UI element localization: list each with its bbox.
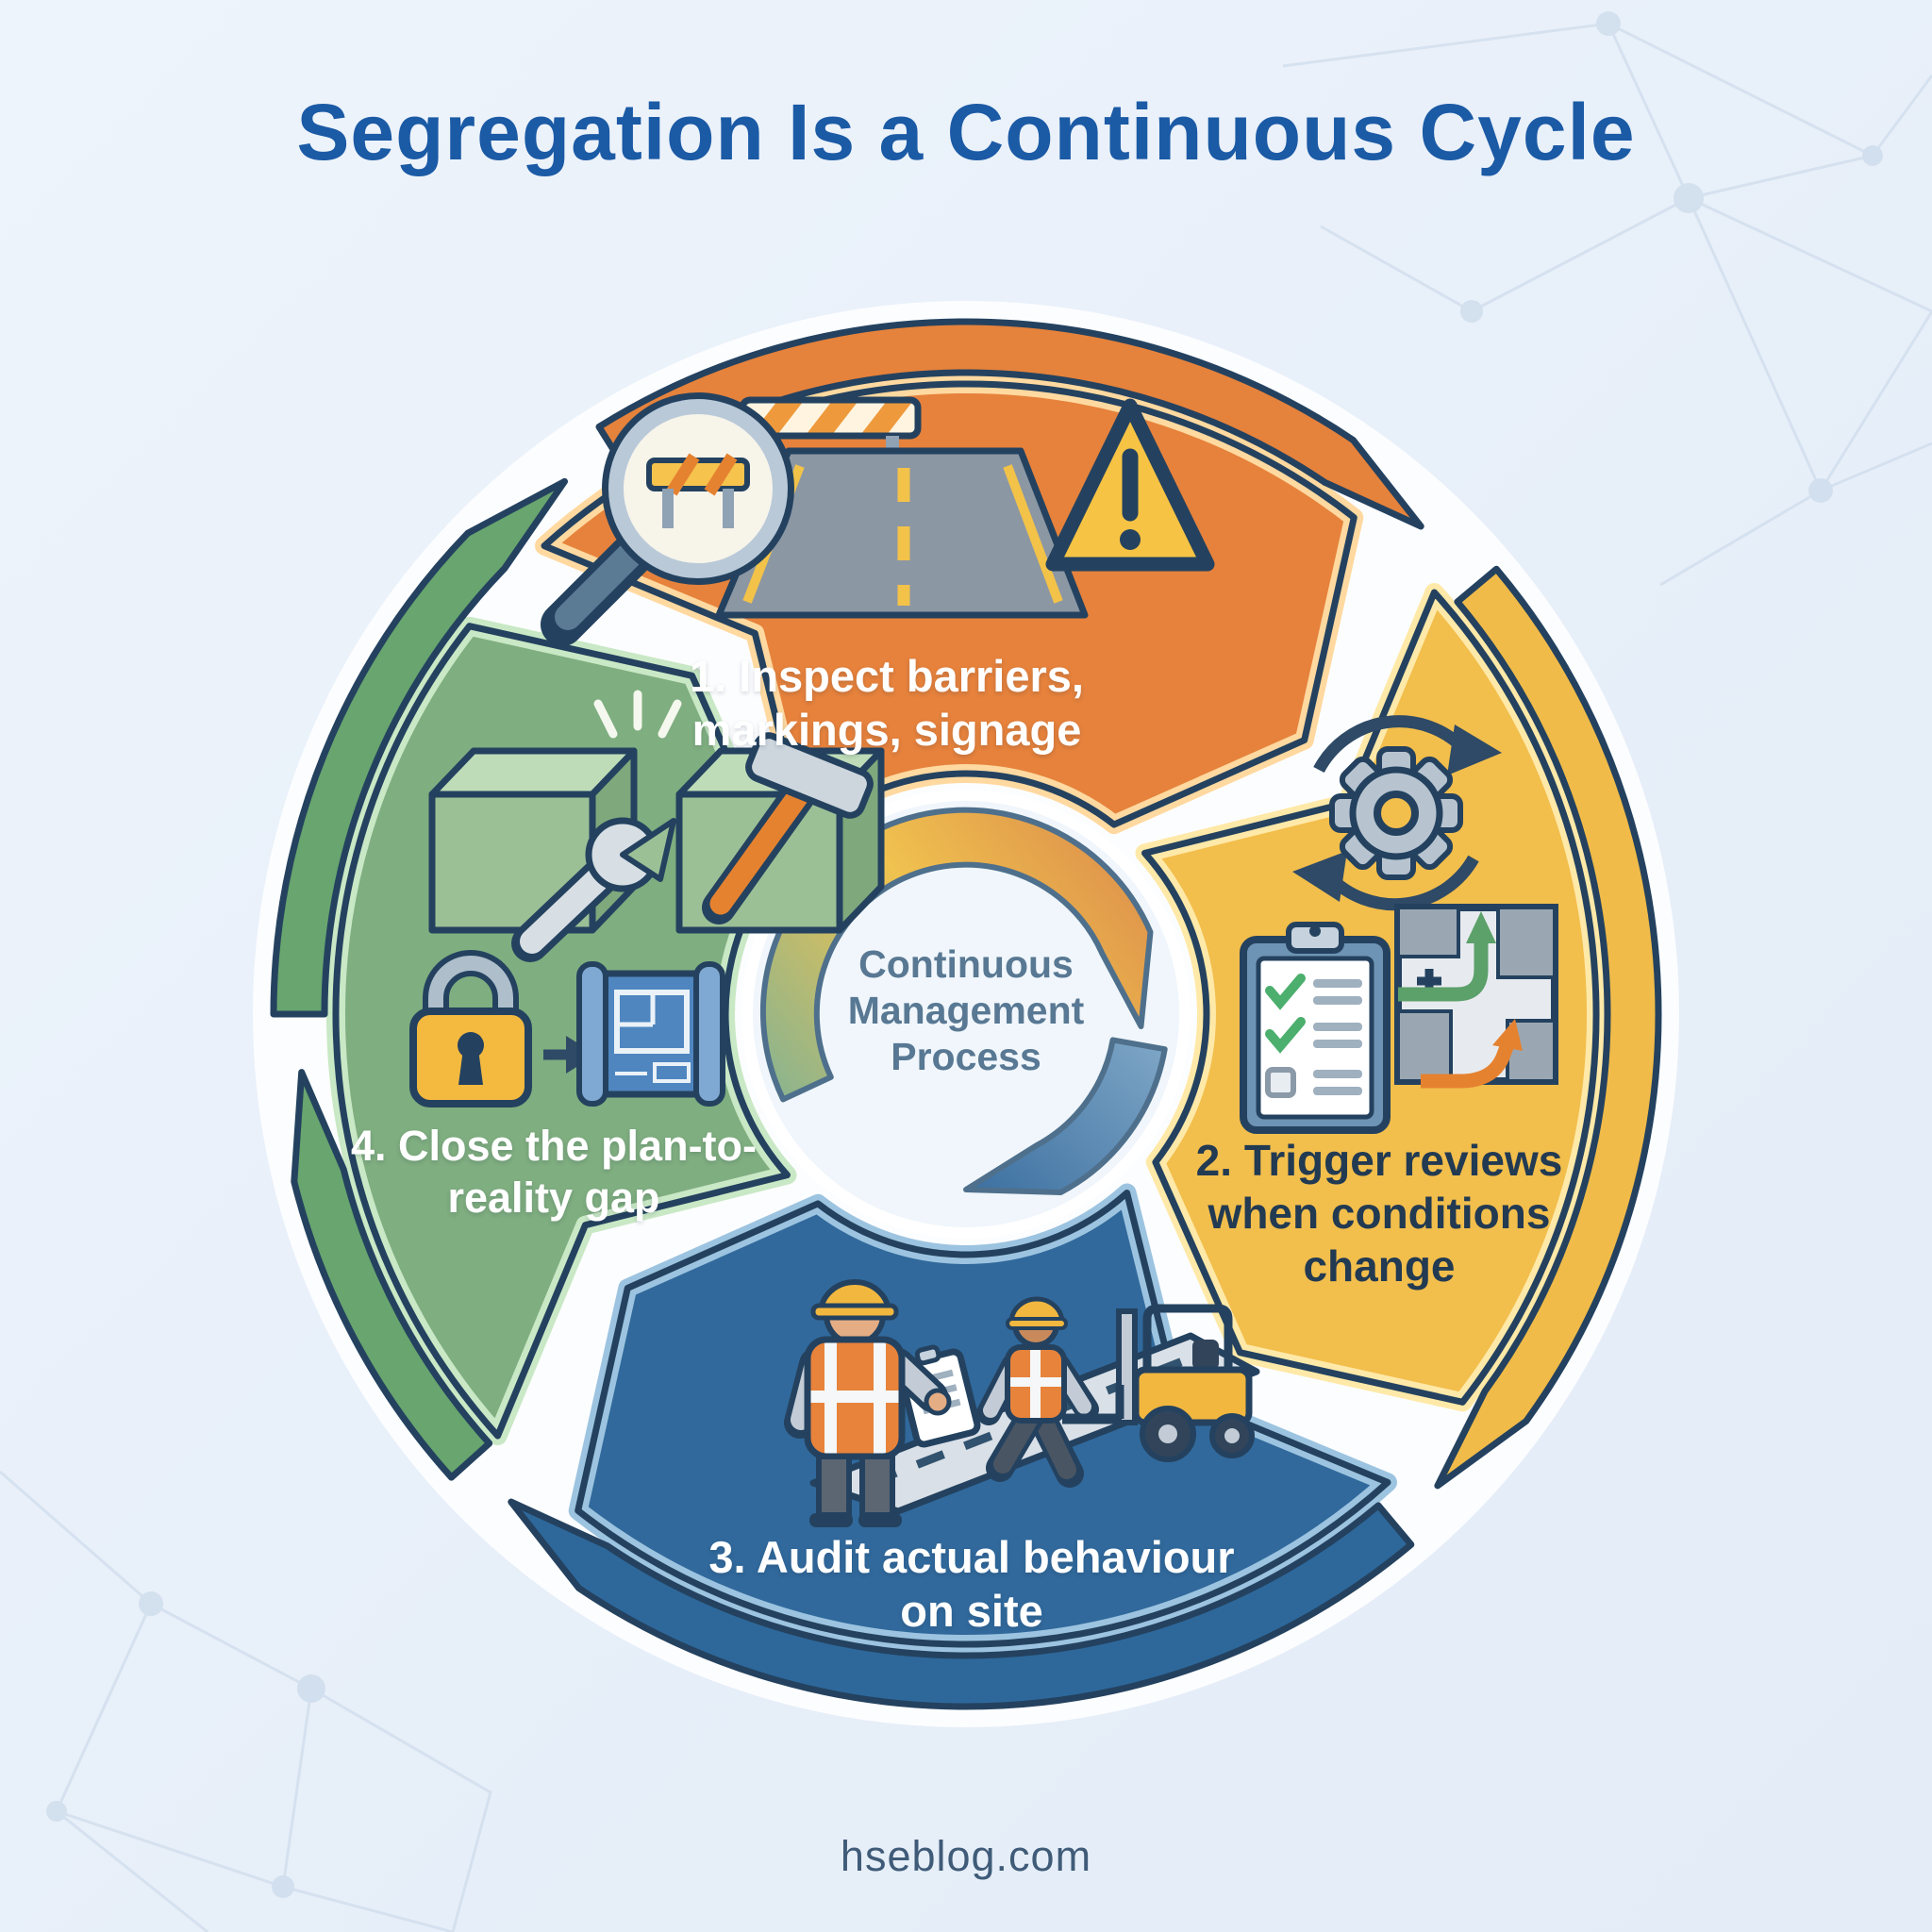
step-4-label: 4. Close the plan-to-reality gap: [350, 1122, 758, 1222]
step-1-label: 1. Inspect barriers, markings, signage: [690, 651, 1084, 756]
warning-triangle-icon: [1045, 398, 1215, 572]
checklist-icon: [1240, 922, 1391, 1134]
page-title: Segregation Is a Continuous Cycle: [296, 88, 1636, 176]
step-3-label: 3. Audit actual behaviour on site: [708, 1532, 1235, 1637]
route-map-icon: [1394, 904, 1558, 1089]
blueprint-icon: [576, 961, 725, 1107]
hammer-icon: [702, 732, 874, 924]
forklift-icon: [1062, 1304, 1255, 1462]
cycle-geometry: [253, 301, 1679, 1727]
step-2-label: 2. Trigger reviews when conditions chang…: [1195, 1136, 1563, 1291]
walking-worker-icon: [976, 1296, 1099, 1488]
gear-sync-icon: [1292, 715, 1502, 911]
wrench-icon: [511, 817, 676, 962]
magnifier-icon: [541, 392, 794, 646]
background-network-pattern: [0, 11, 1932, 1932]
auditor-worker-icon: [784, 1279, 981, 1527]
padlock-icon: [409, 950, 532, 1108]
center-label: Continuous Management Process: [847, 942, 1085, 1079]
footer-site: hseblog.com: [840, 1832, 1092, 1880]
